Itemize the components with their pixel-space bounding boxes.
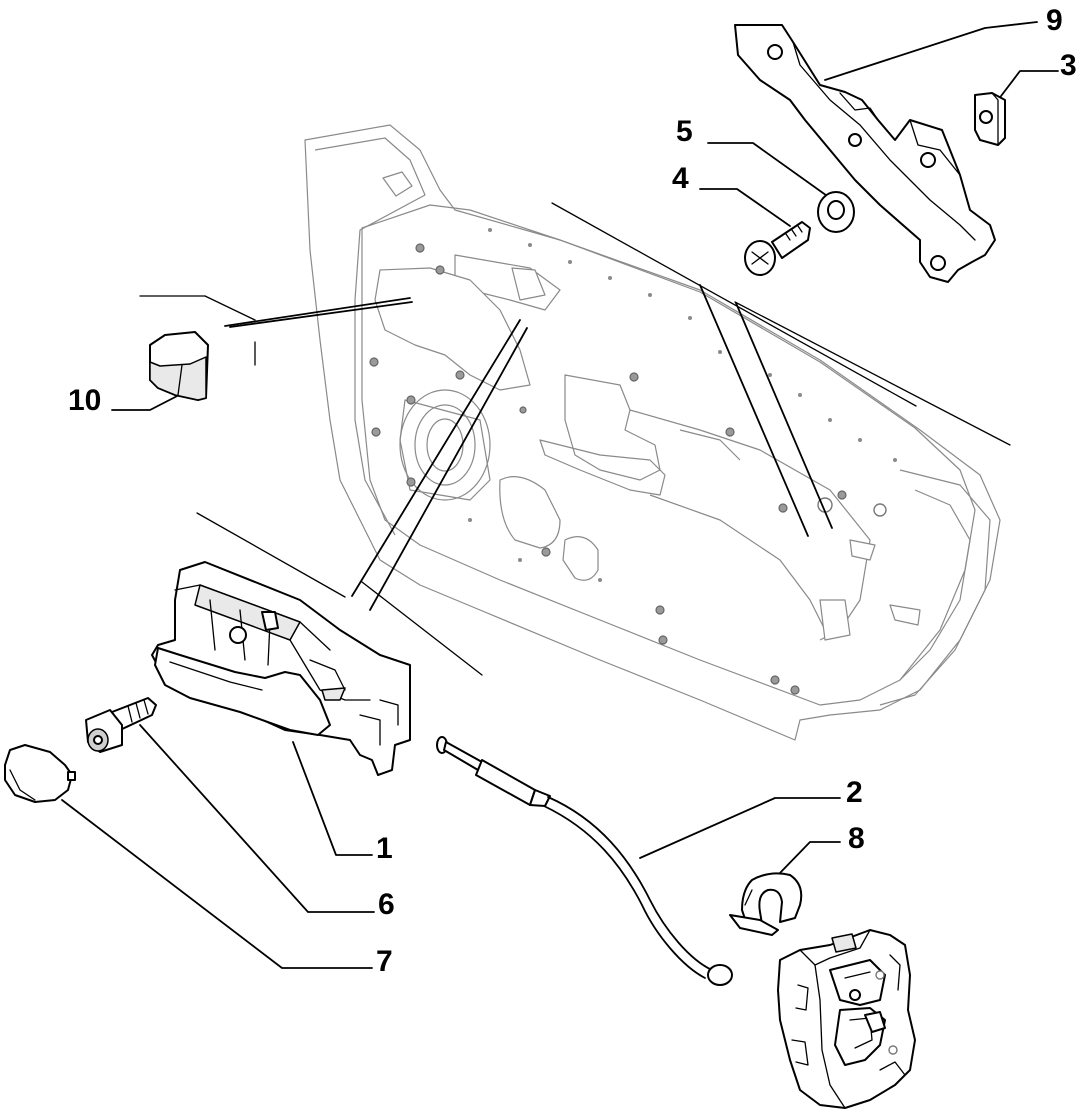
- part-10-cap: [149, 331, 209, 401]
- part-2-cable: [436, 736, 733, 986]
- part-8-cable-clip: [729, 872, 803, 936]
- label-10: 10: [68, 384, 101, 417]
- panel-mounting-holes: [369, 243, 887, 695]
- part-7-cover: [4, 744, 76, 803]
- part-3-clip-nut: [974, 92, 1006, 146]
- label-6: 6: [378, 888, 395, 921]
- label-9: 9: [1046, 4, 1063, 37]
- part-number-labels: 9 3 5 4 10 2 8 1 6 7: [68, 4, 1077, 978]
- door-lock-mechanism: [777, 929, 916, 1109]
- label-2: 2: [846, 776, 863, 809]
- label-5: 5: [676, 115, 693, 148]
- label-1: 1: [376, 832, 393, 865]
- part-9-reinforcement-bracket: [734, 24, 996, 283]
- part-1-inner-handle: [151, 561, 411, 776]
- door-inner-panel: [304, 124, 1001, 741]
- guide-lines: [139, 202, 1011, 676]
- part-4-bolt: [744, 221, 811, 276]
- label-4: 4: [672, 162, 689, 195]
- part-5-washer: [817, 191, 855, 233]
- label-8: 8: [848, 822, 865, 855]
- label-7: 7: [376, 945, 393, 978]
- part-6-screw: [85, 697, 157, 753]
- panel-rivet-dots: [468, 228, 897, 582]
- leader-lines: [61, 21, 1059, 969]
- label-3: 3: [1060, 49, 1077, 82]
